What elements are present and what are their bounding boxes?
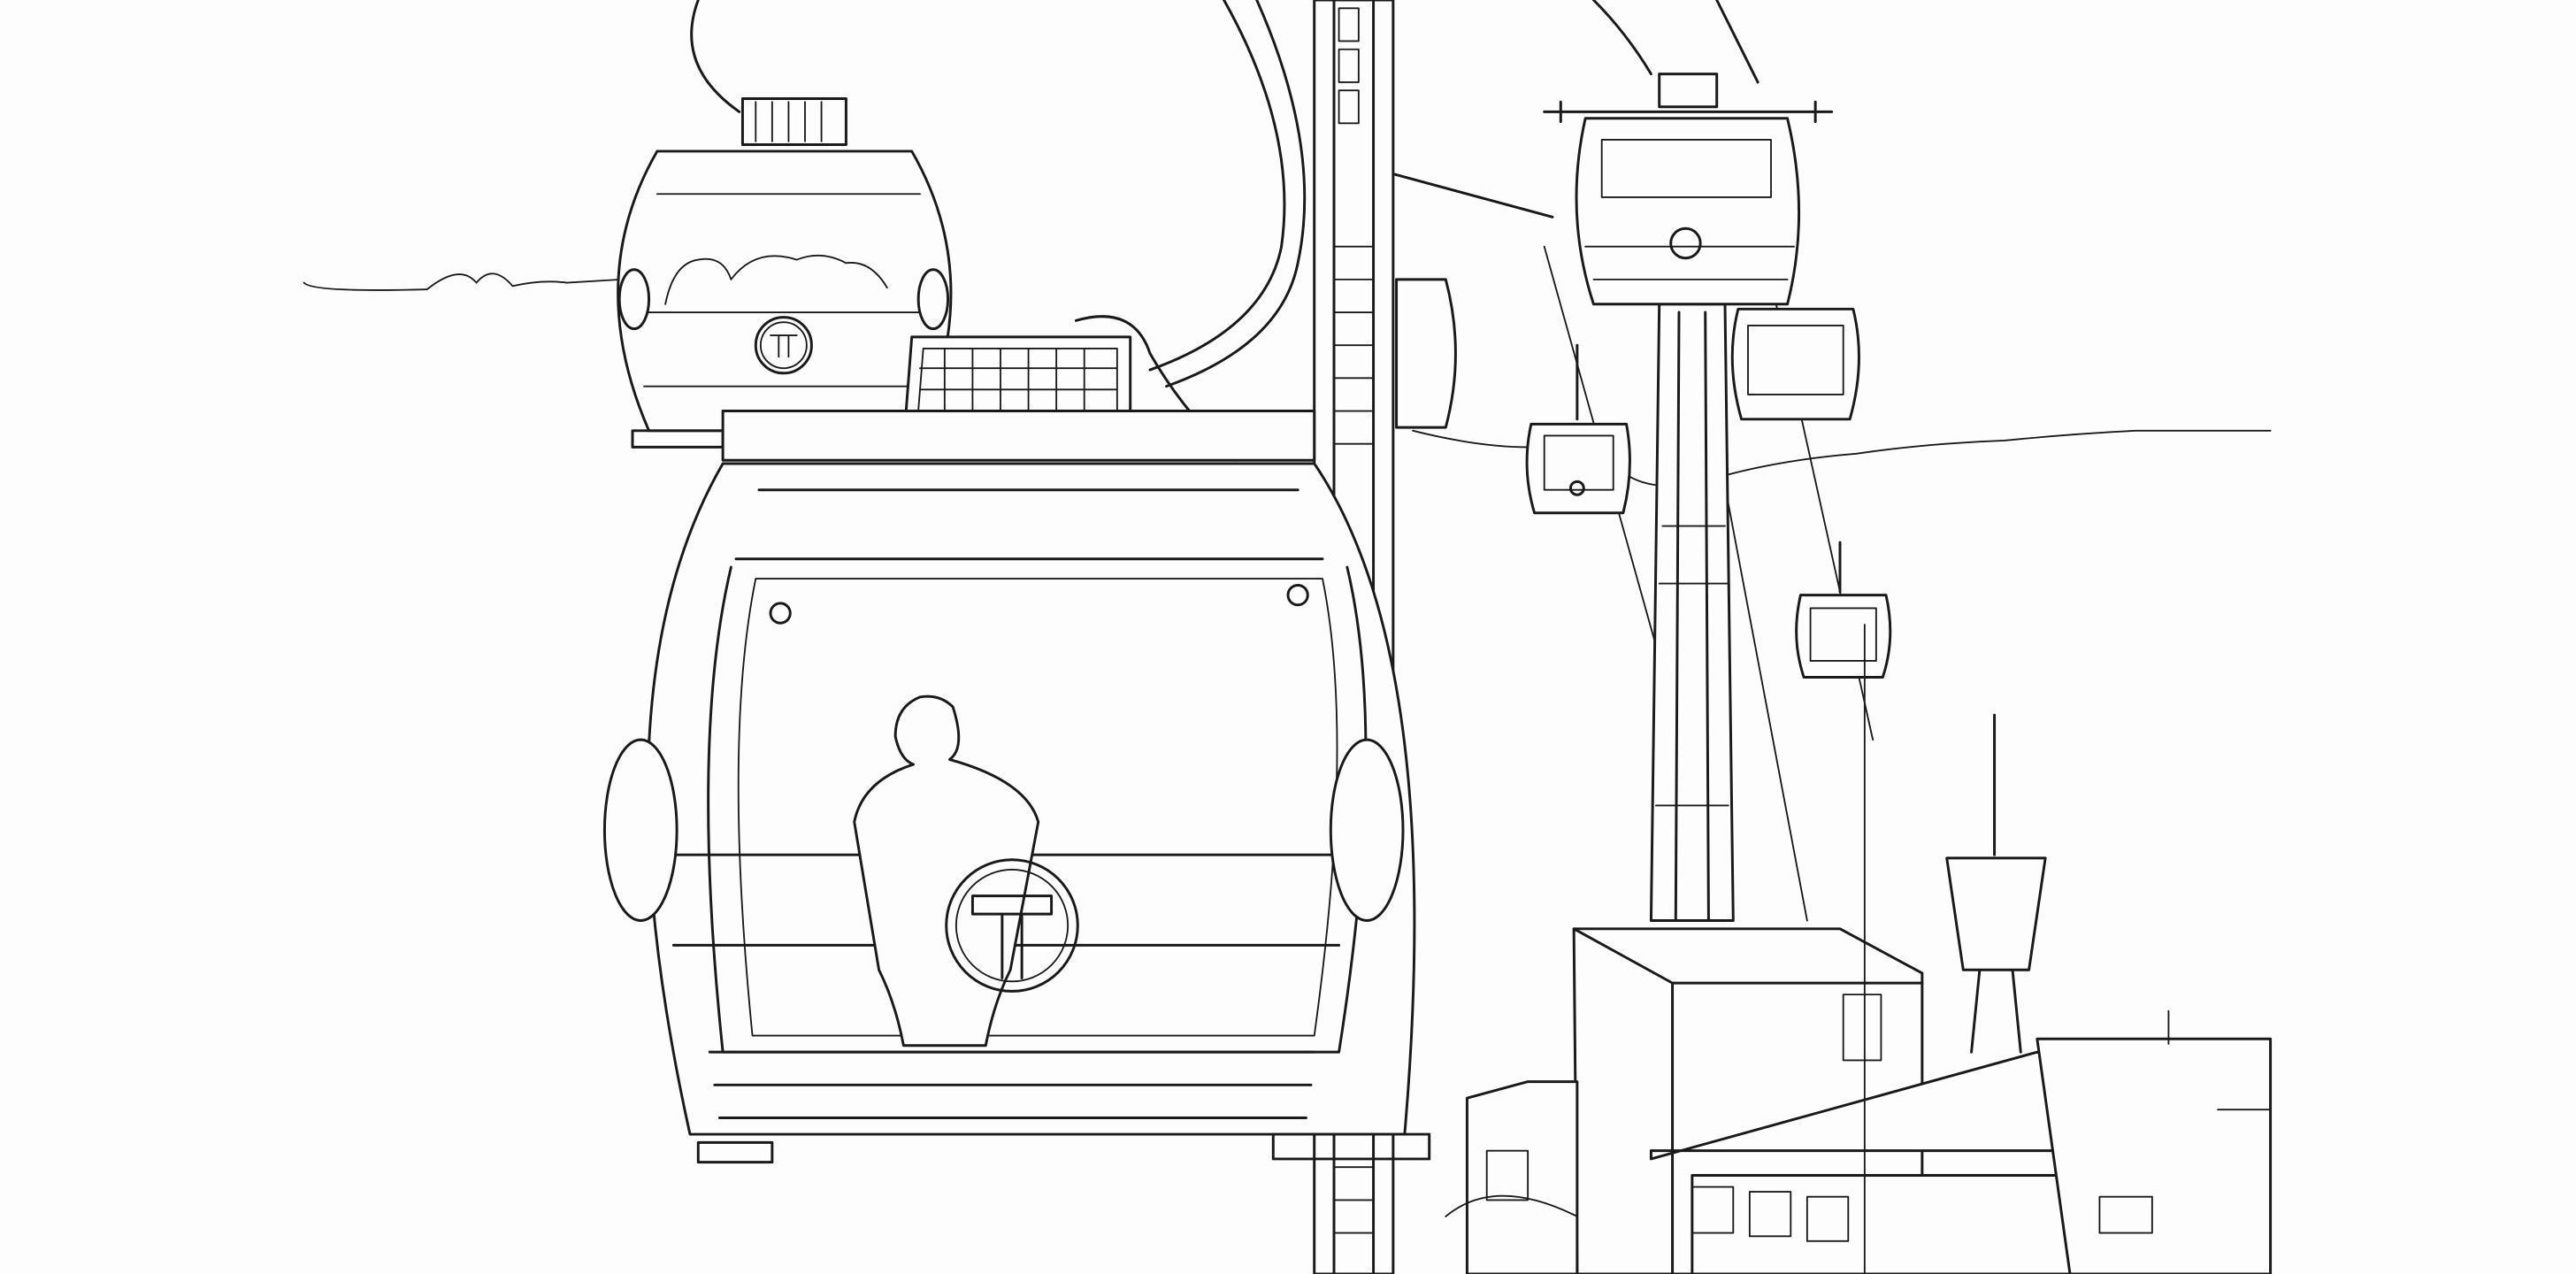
gondola-top-right — [1543, 73, 1834, 306]
buildings — [1445, 624, 2273, 1274]
gondola-small — [1525, 343, 1631, 515]
person-silhouette — [853, 695, 1040, 1048]
cable — [1715, 0, 1760, 84]
gondola-small — [1795, 541, 1892, 679]
gondola-main — [602, 410, 1431, 1164]
tower-right — [1649, 303, 1735, 923]
gondola-small — [1730, 307, 1860, 421]
horizon-left — [303, 272, 622, 291]
cable — [1591, 0, 1652, 76]
hanger-arm — [1148, 0, 1307, 388]
gondola-top-left — [617, 0, 953, 449]
gondola-small — [1395, 278, 1457, 429]
cable — [1386, 171, 1554, 219]
